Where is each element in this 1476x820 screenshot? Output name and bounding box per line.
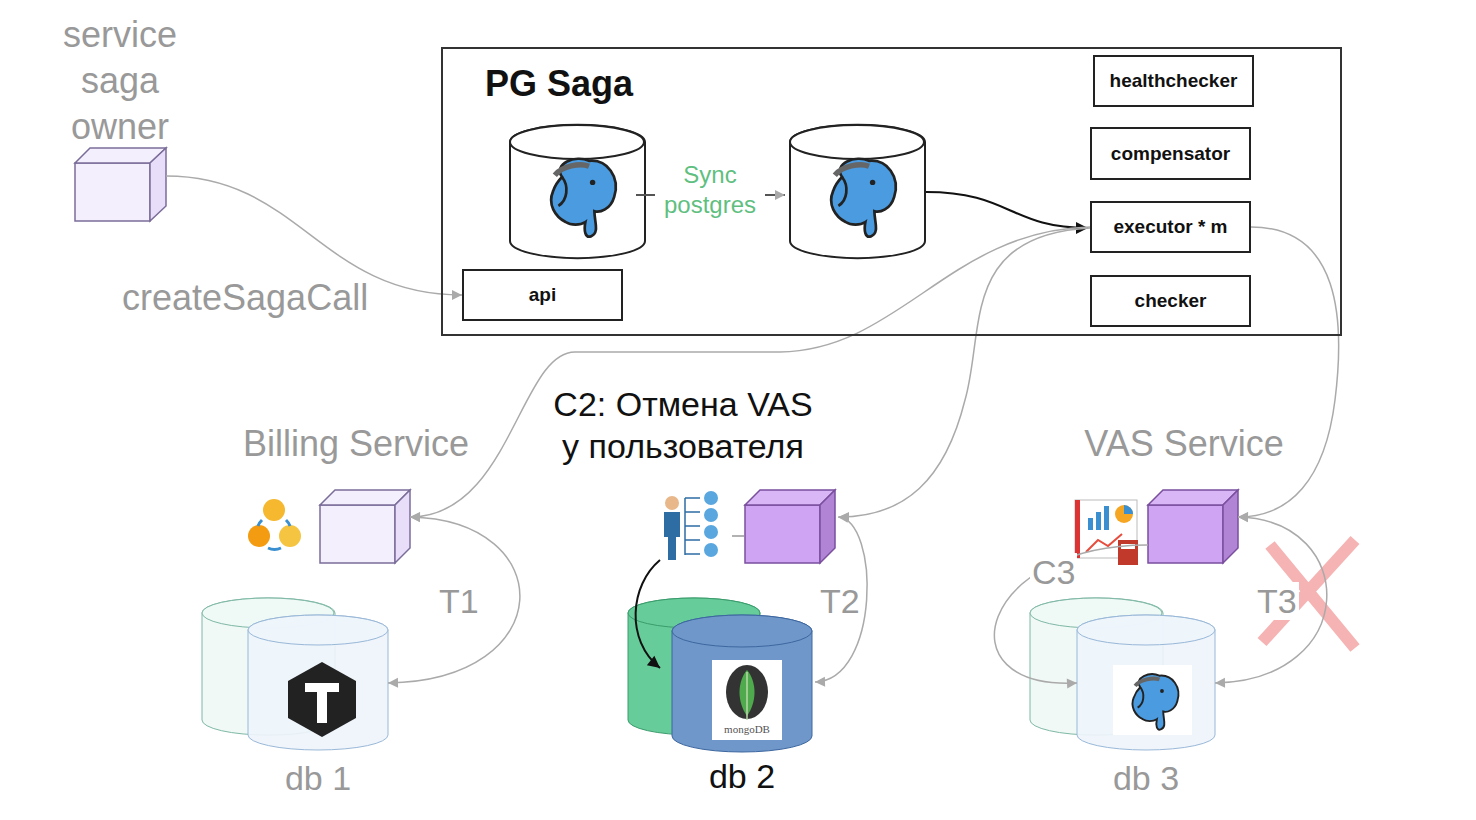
node-label: VAS Service xyxy=(1084,424,1283,464)
transaction-label: T2 xyxy=(820,582,870,620)
box-label: checker xyxy=(1135,290,1207,312)
box-label: executor * m xyxy=(1113,216,1227,238)
node-label: service saga owner xyxy=(35,12,205,150)
logo-text: mongoDB xyxy=(712,722,782,736)
service-cube: VAS Service xyxy=(1148,490,1238,563)
node-label: db 2 xyxy=(709,756,775,796)
process-box: compensator xyxy=(1090,127,1251,180)
edge-label: T1 xyxy=(437,582,481,620)
connector xyxy=(1238,227,1339,517)
connector xyxy=(1215,517,1327,683)
service-cube: Billing Service xyxy=(320,490,410,563)
sync-label: Sync postgres xyxy=(655,160,765,220)
box-label: healthchecker xyxy=(1110,70,1238,92)
process-box: api xyxy=(462,269,623,321)
node-label: Billing Service xyxy=(243,424,469,464)
database: db 3 xyxy=(1077,615,1215,750)
node-label: db 3 xyxy=(1113,758,1179,798)
database: db 1 xyxy=(248,615,388,750)
connector xyxy=(388,517,520,683)
service-cube: service saga owner xyxy=(75,148,166,221)
process-box: executor * m xyxy=(1090,201,1251,253)
edge-label: T3 xyxy=(1255,582,1299,620)
connector xyxy=(410,227,1090,517)
node-label: db 1 xyxy=(285,758,351,798)
process-box: checker xyxy=(1090,275,1251,327)
box-label: api xyxy=(529,284,556,306)
edge-label: C3 xyxy=(1030,553,1077,591)
step-caption: C2: Отмена VAS у пользователя xyxy=(543,383,823,467)
pg-saga-panel: PG Saga healthchecker compensator executor … xyxy=(441,47,1342,336)
edge-label: createSagaCall xyxy=(120,278,370,318)
box-label: compensator xyxy=(1111,143,1230,165)
process-box: healthchecker xyxy=(1093,55,1254,107)
node-label: PG Saga xyxy=(485,63,633,105)
connector xyxy=(994,545,1148,683)
